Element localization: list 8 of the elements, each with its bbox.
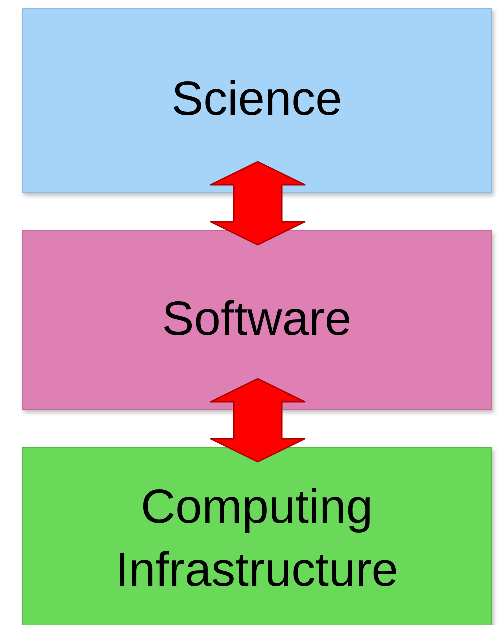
box-label: Software [162, 292, 352, 348]
process-box [22, 8, 492, 193]
box-label: Computing Infrastructure [114, 480, 400, 598]
double-arrow [210, 378, 306, 463]
process-box [22, 230, 492, 410]
box-label: Science [172, 72, 342, 128]
double-arrow [210, 161, 306, 246]
process-box [22, 447, 492, 625]
